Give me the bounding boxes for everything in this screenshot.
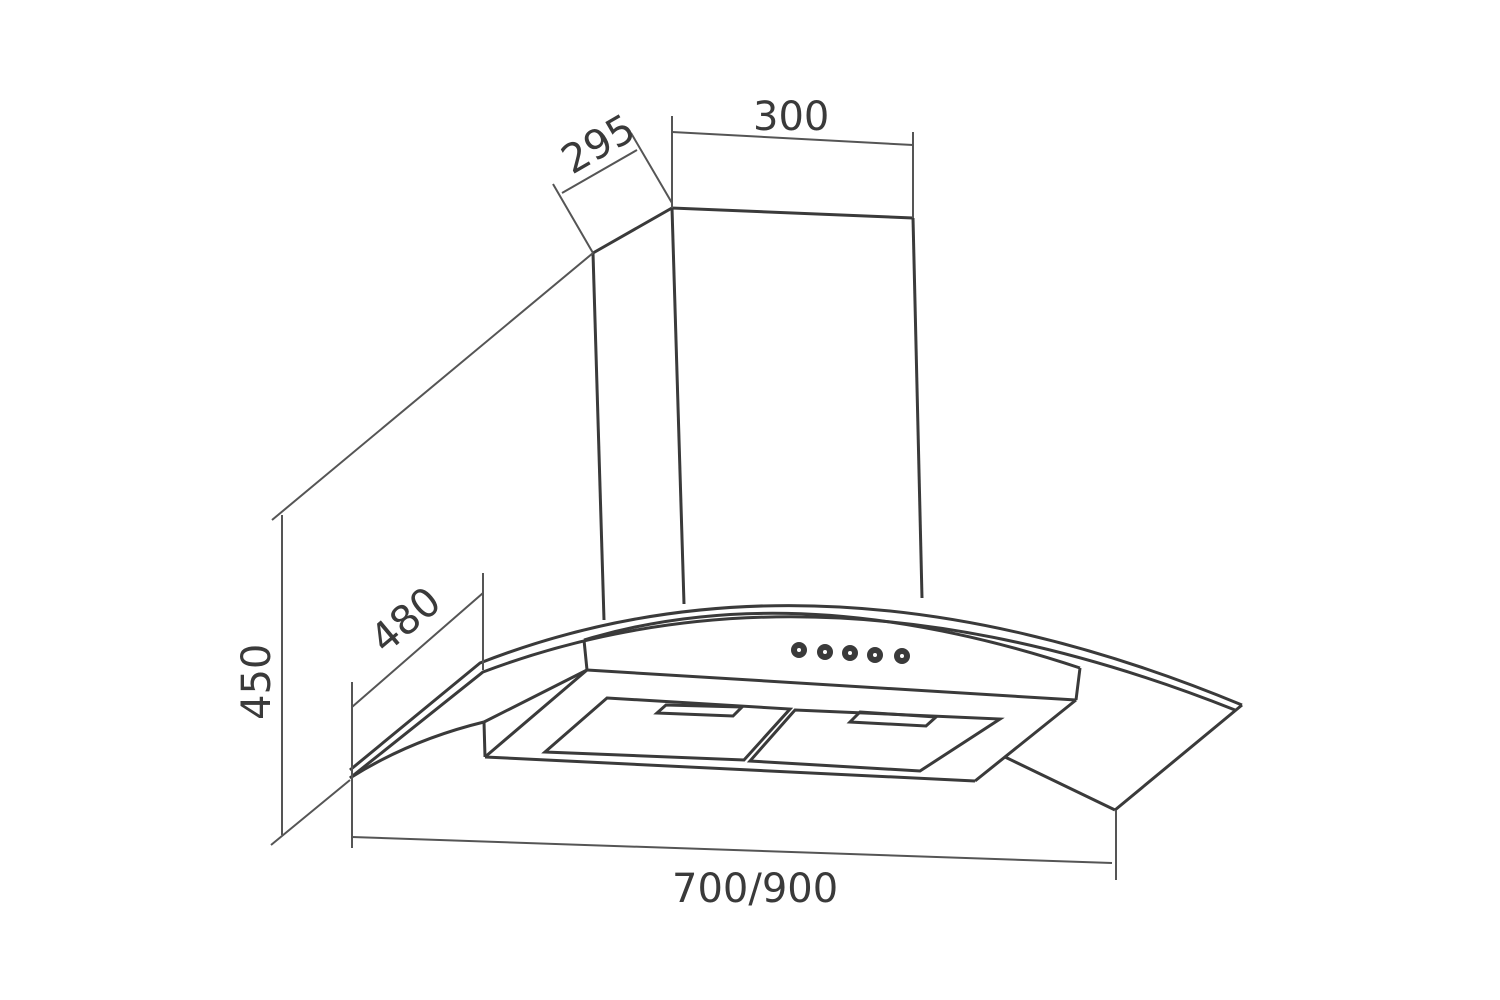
light-left xyxy=(653,703,746,718)
dimension-450: 450 xyxy=(234,515,351,846)
dimension-700-900: 700/900 xyxy=(351,810,1117,912)
svg-text:300: 300 xyxy=(753,94,829,140)
svg-text:450: 450 xyxy=(234,644,280,720)
wall-line xyxy=(271,252,594,521)
glass-canopy xyxy=(349,604,1243,812)
light-right xyxy=(846,710,940,728)
control-buttons xyxy=(791,642,910,664)
dimension-295: 295 xyxy=(552,106,673,254)
filter-right xyxy=(746,708,1005,773)
chimney xyxy=(591,206,924,621)
svg-text:700/900: 700/900 xyxy=(672,866,838,912)
dimension-480: 480 xyxy=(351,573,484,848)
svg-text:480: 480 xyxy=(362,578,450,662)
filters xyxy=(541,696,1005,773)
filter-left xyxy=(541,696,794,762)
hood-body xyxy=(482,611,1082,783)
dimension-300: 300 xyxy=(671,94,914,218)
